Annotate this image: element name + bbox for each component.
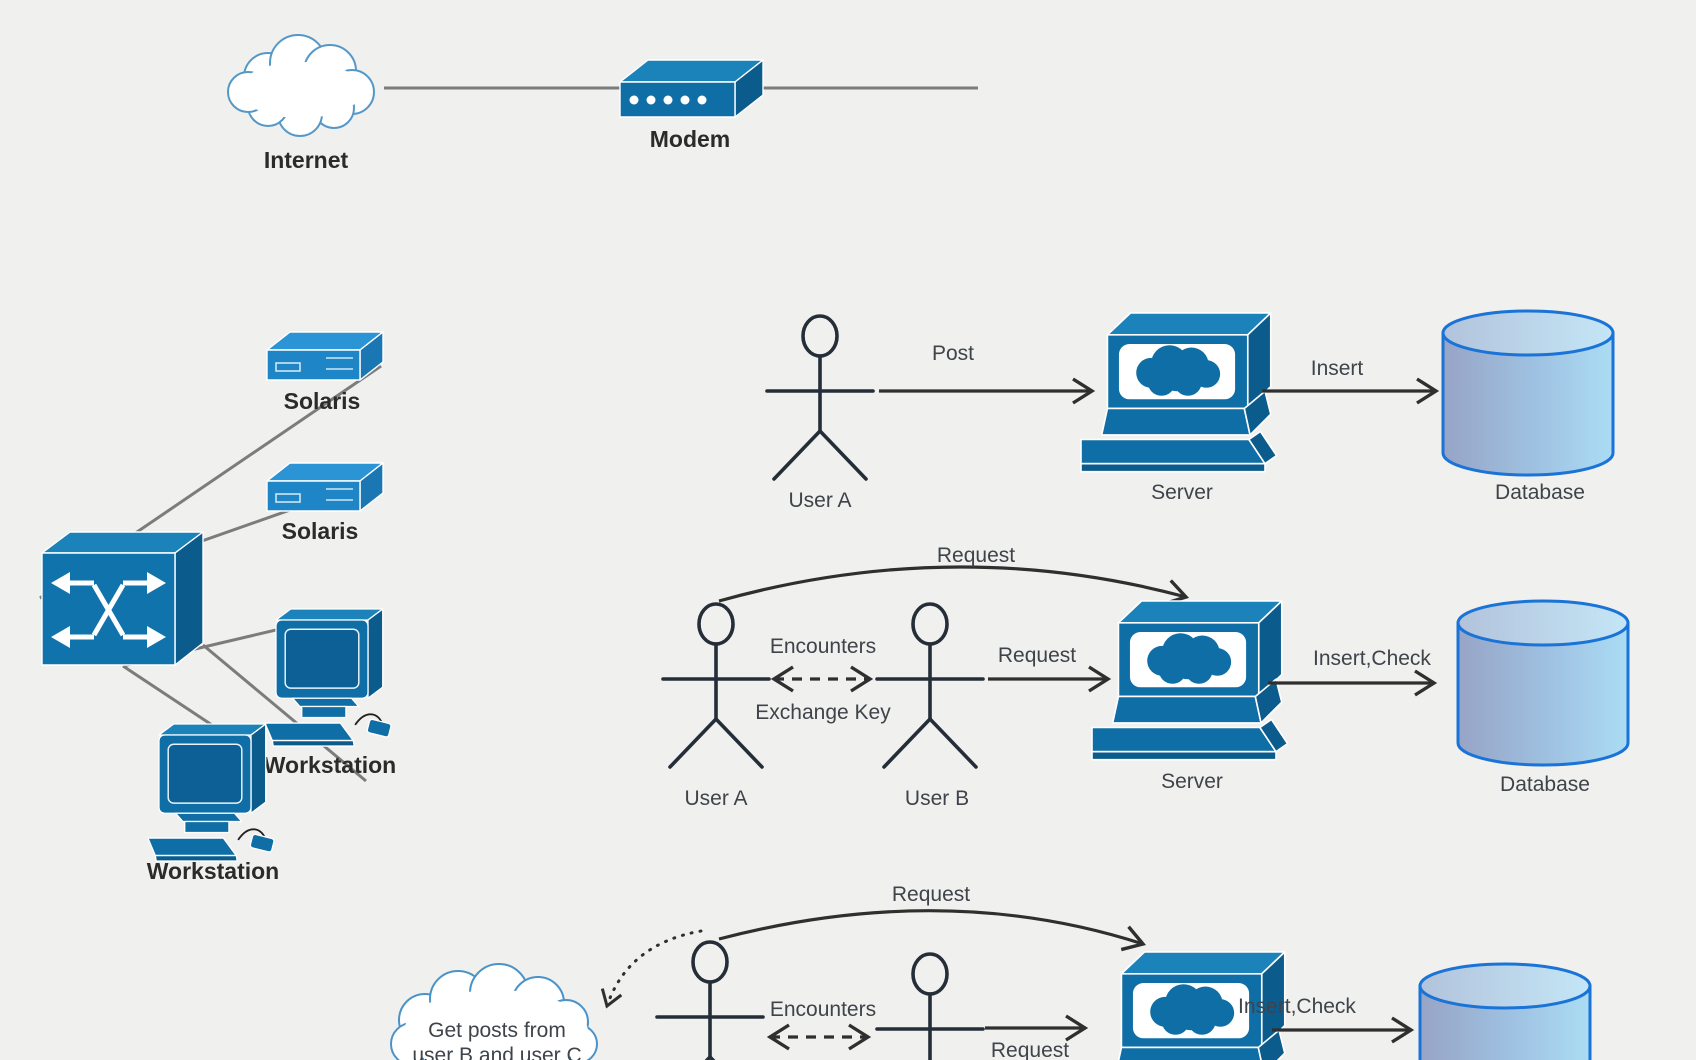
flow2-user-b-figure: [875, 602, 985, 769]
flow3-user-a-figure: [655, 940, 765, 1060]
flow2-request-arc: [718, 565, 1190, 606]
flow1-user-a-figure: [765, 314, 875, 481]
flow2-encounters-label: Encounters: [770, 635, 876, 658]
workstation2: [147, 723, 276, 863]
solaris2: [266, 462, 384, 512]
flow2-request-mid-label: Request: [998, 644, 1076, 667]
flow1: User A Post Server Insert Database: [765, 309, 1615, 512]
flow3-request-top-label: Request: [892, 883, 970, 906]
flow3-cloud-text-line1: Get posts from: [428, 1019, 566, 1042]
switch: [41, 531, 204, 666]
switch-arrowheads: [51, 572, 166, 648]
workstation2-label: Workstation: [147, 858, 279, 884]
flow3-database: [1418, 962, 1592, 1060]
flow1-server-label: Server: [1151, 481, 1213, 504]
flow2-database: [1456, 599, 1630, 767]
solaris2-label: Solaris: [282, 518, 359, 544]
flow3-insert-check-label: Insert,Check: [1238, 995, 1356, 1018]
modem-label: Modem: [650, 126, 731, 152]
flow2-database-label: Database: [1500, 773, 1590, 796]
flow2: Request User A Encounters Exchange Key U…: [661, 544, 1630, 810]
flow1-post-label: Post: [932, 342, 974, 365]
flow2-user-b-label: User B: [905, 787, 969, 810]
flow2-user-a-label: User A: [684, 787, 747, 810]
flow3-thought-cloud: Get posts from user B and user C: [390, 963, 598, 1060]
connector-switch-workstation2: [122, 664, 216, 729]
internet-cloud: [227, 34, 375, 137]
switch-crossover-icon: [68, 580, 149, 640]
flow3-getposts-dotted-arrow: [600, 929, 703, 1009]
flow3-request-mid-label: Request: [991, 1039, 1069, 1060]
flow3-user-b-figure: [875, 952, 985, 1060]
modem-leds: [629, 95, 707, 105]
flow1-user-a-label: User A: [788, 489, 851, 512]
flow2-server-label: Server: [1161, 770, 1223, 793]
flow2-user-a-figure: [661, 602, 771, 769]
flow3-cloud-text-line2: user B and user C: [412, 1044, 581, 1060]
flow1-insert-label: Insert: [1311, 357, 1364, 380]
solaris1-label: Solaris: [284, 388, 361, 414]
network-connectors: [39, 86, 978, 783]
flow3-encounters-label: Encounters: [770, 998, 876, 1021]
workstation1-label: Workstation: [264, 752, 396, 778]
solaris1: [266, 331, 384, 381]
flow2-request-top-label: Request: [937, 544, 1015, 567]
flow3-request-arc: [718, 909, 1147, 952]
flow1-server: [1080, 312, 1278, 473]
workstation1: [264, 608, 393, 748]
internet-label: Internet: [264, 147, 349, 173]
flow1-database-label: Database: [1495, 481, 1585, 504]
flow2-exchange-key-label: Exchange Key: [755, 701, 891, 724]
flow2-server: [1091, 600, 1289, 761]
flow3: Request Get posts from user B and user C…: [390, 883, 1592, 1060]
flow2-insert-check-label: Insert,Check: [1313, 647, 1431, 670]
flow1-database: [1441, 309, 1615, 477]
connector-switch-long: [202, 643, 367, 783]
modem: [619, 59, 764, 118]
